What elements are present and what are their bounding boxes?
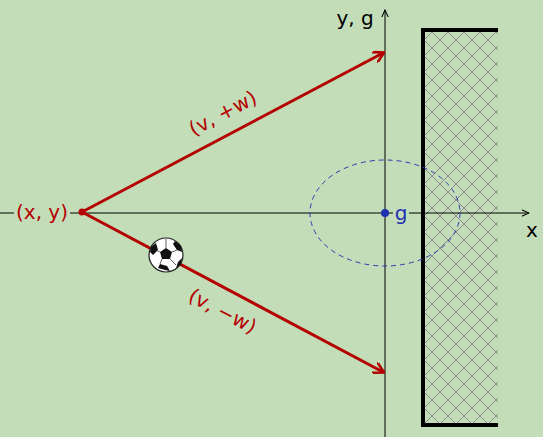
axis-label: x xyxy=(524,219,540,241)
shot-arrow-down xyxy=(82,212,383,372)
soccer-ball xyxy=(149,238,183,272)
position-label: (x, y) xyxy=(14,201,70,223)
goal-frame xyxy=(423,30,498,425)
start-point xyxy=(79,209,86,216)
goal-label: g xyxy=(393,202,410,224)
goal-net xyxy=(423,30,498,425)
axis-label: y, g xyxy=(334,7,375,29)
goal-region-ellipse xyxy=(310,160,460,266)
shot-arrow-up xyxy=(82,53,383,212)
y-axis xyxy=(385,10,386,437)
goal-point xyxy=(381,209,389,217)
